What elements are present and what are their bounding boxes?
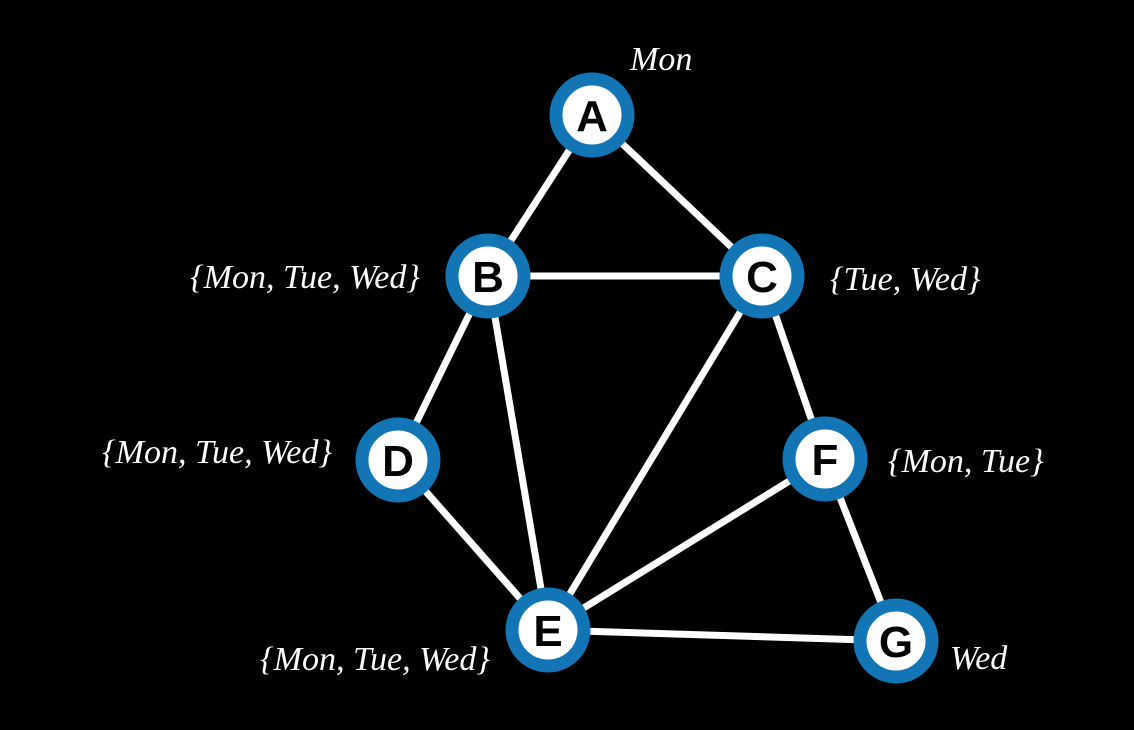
edge-C-E (545, 274, 765, 632)
node-B-circle (445, 233, 531, 319)
node-D-letter: D (382, 437, 414, 486)
node-E: E (505, 587, 591, 673)
node-B-letter: B (472, 253, 504, 302)
node-F: F (782, 416, 868, 502)
node-C-circle (719, 233, 805, 319)
edges-layer (394, 112, 900, 645)
node-A-circle (549, 72, 635, 158)
edge-B-E (484, 275, 552, 631)
nodes-layer: A B C D E F G (355, 72, 939, 684)
node-A-annotation: Mon (629, 41, 692, 78)
node-F-annotation: {Mon, Tue} (888, 443, 1044, 480)
node-A-letter: A (576, 92, 608, 141)
node-E-annotation: {Mon, Tue, Wed} (260, 641, 490, 678)
node-G: G (853, 598, 939, 684)
edge-E-G (547, 626, 897, 645)
node-C: C (719, 233, 805, 319)
node-G-annotation: Wed (950, 640, 1008, 677)
edge-E-F (546, 456, 827, 633)
node-B: B (445, 233, 531, 319)
node-G-circle (853, 598, 939, 684)
annotations-layer: Mon {Mon, Tue, Wed} {Tue, Wed} {Mon, Tue, W… (102, 41, 1044, 678)
node-A: A (549, 72, 635, 158)
node-E-letter: E (533, 607, 562, 656)
node-E-circle (505, 587, 591, 673)
node-D-annotation: {Mon, Tue, Wed} (102, 434, 332, 471)
node-D-circle (355, 417, 441, 503)
node-F-letter: F (812, 436, 839, 485)
node-C-letter: C (746, 253, 778, 302)
node-D: D (355, 417, 441, 503)
node-F-circle (782, 416, 868, 502)
node-G-letter: G (879, 618, 913, 667)
node-B-annotation: {Mon, Tue, Wed} (190, 259, 420, 296)
node-C-annotation: {Tue, Wed} (830, 261, 981, 298)
